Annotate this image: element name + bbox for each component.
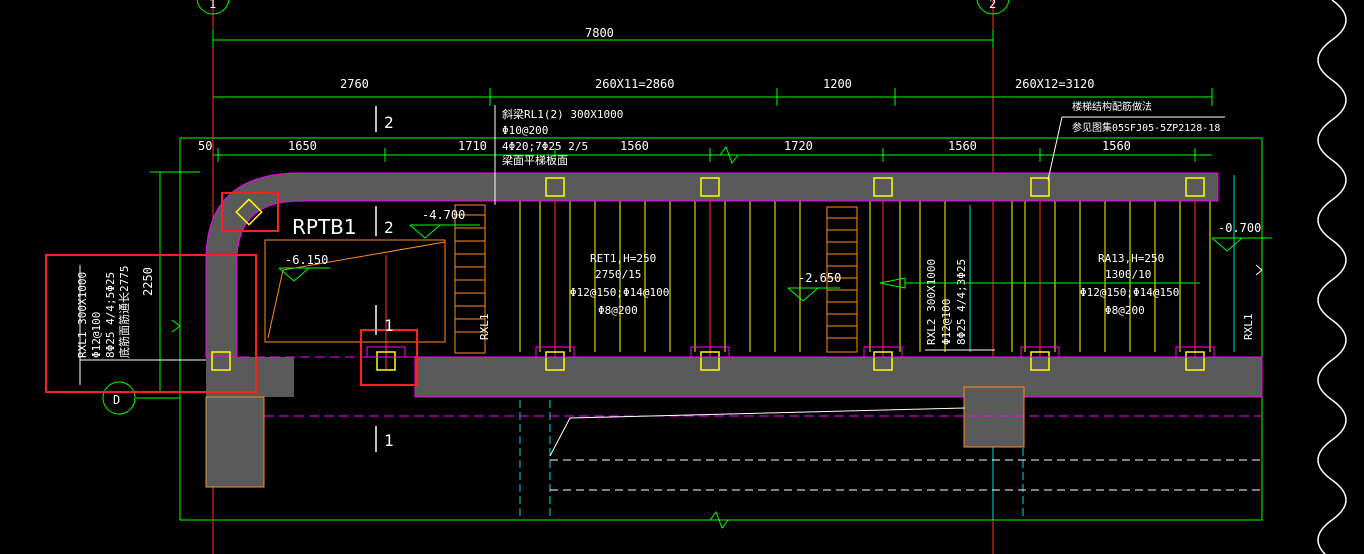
axis-2-label: 2 — [989, 0, 996, 11]
dim-d2: 1650 — [288, 139, 317, 153]
beam-body — [205, 172, 1263, 488]
svg-text:斜梁RL1(2) 300X1000: 斜梁RL1(2) 300X1000 — [502, 107, 623, 121]
svg-text:Φ12@100: Φ12@100 — [940, 299, 953, 345]
ra13-note: RA13,H=250 1300/10 Φ12@150;Φ14@150 Φ8@20… — [1080, 252, 1179, 317]
axis-bubble-d[interactable]: D — [102, 381, 180, 415]
ret1-note: RET1,H=250 2750/15 Φ12@150;Φ14@100 Φ8@20… — [570, 252, 669, 317]
column-brackets — [366, 346, 1215, 358]
dim-seg2: 260X11=2860 — [595, 77, 674, 91]
diamond-column — [235, 198, 263, 226]
elevation-c: -2.650 — [798, 271, 841, 285]
dim-d4: 1560 — [620, 139, 649, 153]
right-tick-mark — [1255, 264, 1263, 276]
dimension-lines — [150, 30, 1213, 393]
section-b: 2 — [384, 218, 394, 237]
svg-text:1300/10: 1300/10 — [1105, 268, 1151, 281]
stair-ladder-left — [454, 204, 486, 354]
reference-note: 楼梯结构配筋做法 参见图集05SFJ05-5ZP2128-18 — [1047, 100, 1225, 181]
diagonal-leader — [549, 407, 966, 457]
svg-text:Φ10@200: Φ10@200 — [502, 124, 548, 137]
dim-left: 2250 — [141, 267, 155, 296]
section-a: 2 — [384, 113, 394, 132]
axis-1-label: 1 — [209, 0, 216, 11]
svg-text:RXL2 300X1000: RXL2 300X1000 — [925, 259, 938, 345]
axis-bubble-1[interactable]: 1 — [196, 0, 230, 15]
svg-text:RXL1 300X1000: RXL1 300X1000 — [76, 272, 89, 358]
landing-slab — [264, 239, 446, 343]
break-line-right — [1317, 0, 1347, 554]
svg-text:Φ8@200: Φ8@200 — [598, 304, 638, 317]
stair-ladder-mid — [826, 206, 858, 353]
svg-text:RET1,H=250: RET1,H=250 — [590, 252, 656, 265]
dim-d5: 1720 — [784, 139, 813, 153]
rxl1-right-label: RXL1 — [1242, 314, 1255, 341]
elevation-markers — [278, 224, 1272, 302]
svg-text:Φ8@200: Φ8@200 — [1105, 304, 1145, 317]
rebar-lines — [240, 356, 1262, 491]
rxl1-mid-label: RXL1 — [478, 314, 491, 341]
section-d: 1 — [384, 431, 394, 450]
highlight-boxes — [45, 192, 418, 393]
dim-seg4: 260X12=3120 — [1015, 77, 1094, 91]
axis-d-label: D — [113, 393, 120, 407]
section-c: 1 — [384, 316, 394, 335]
svg-text:Φ12@150;Φ14@150: Φ12@150;Φ14@150 — [1080, 286, 1179, 299]
columns — [211, 177, 1205, 371]
dim-seg1: 2760 — [340, 77, 369, 91]
beam-rl1-note: 斜梁RL1(2) 300X1000 Φ10@200 4Φ20;7Φ25 2/5 … — [494, 105, 623, 205]
rptb-label: RPTB1 — [292, 215, 357, 239]
svg-text:8Φ25 4/4;3Φ25: 8Φ25 4/4;3Φ25 — [955, 259, 968, 345]
svg-text:参见图集05SFJ05-5ZP2128-18: 参见图集05SFJ05-5ZP2128-18 — [1072, 121, 1220, 134]
elevation-d: -0.700 — [1218, 221, 1261, 235]
svg-text:梁面平梯板面: 梁面平梯板面 — [502, 153, 568, 167]
svg-text:底筋面筋通长2775: 底筋面筋通长2775 — [117, 266, 131, 359]
svg-text:2750/15: 2750/15 — [595, 268, 641, 281]
dim-d6: 1560 — [948, 139, 977, 153]
dim-d7: 1560 — [1102, 139, 1131, 153]
svg-text:4Φ20;7Φ25 2/5: 4Φ20;7Φ25 2/5 — [502, 140, 588, 153]
svg-text:楼梯结构配筋做法: 楼梯结构配筋做法 — [1072, 100, 1152, 113]
svg-text:Φ12@150;Φ14@100: Φ12@150;Φ14@100 — [570, 286, 669, 299]
elevation-a: -4.700 — [422, 208, 465, 222]
dim-total: 7800 — [585, 26, 614, 40]
dim-d3: 1710 — [458, 139, 487, 153]
dim-d1: 50 — [198, 139, 212, 153]
svg-text:RA13,H=250: RA13,H=250 — [1098, 252, 1164, 265]
svg-text:8Φ25 4/4;5Φ25: 8Φ25 4/4;5Φ25 — [104, 272, 117, 358]
axis-bubble-2[interactable]: 2 — [976, 0, 1010, 15]
dim-seg3: 1200 — [823, 77, 852, 91]
elevation-b: -6.150 — [285, 253, 328, 267]
stair-treads — [519, 200, 1211, 352]
svg-text:Φ12@100: Φ12@100 — [90, 312, 103, 358]
rxl2-note: RXL2 300X1000 Φ12@100 8Φ25 4/4;3Φ25 — [925, 259, 995, 351]
rxl1-left-note: RXL1 300X1000 Φ12@100 8Φ25 4/4;5Φ25 底筋面筋… — [76, 265, 206, 385]
